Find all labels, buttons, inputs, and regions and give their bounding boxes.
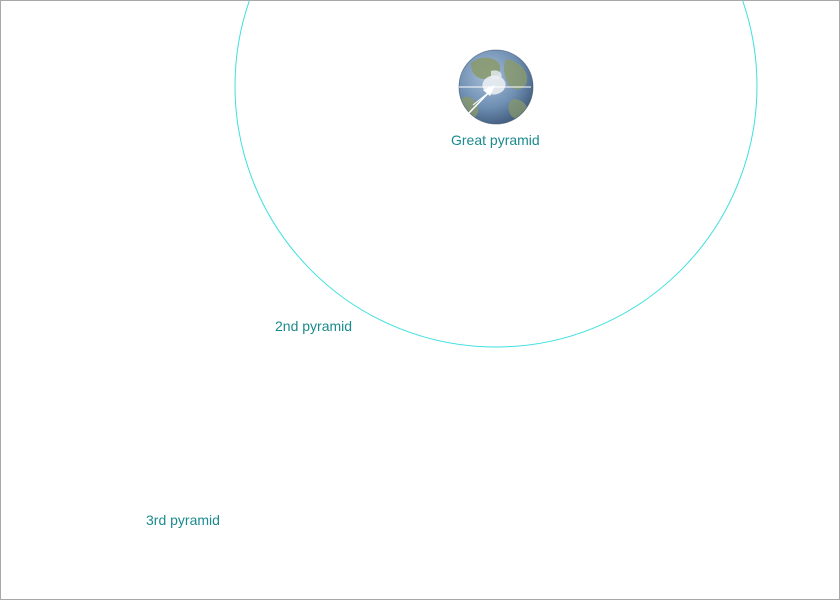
third-pyramid-label[interactable]: 3rd pyramid <box>146 512 220 528</box>
great-pyramid-label[interactable]: Great pyramid <box>451 132 540 148</box>
direction-arrow-icon <box>459 85 531 114</box>
second-pyramid-label[interactable]: 2nd pyramid <box>275 318 353 334</box>
range-circle <box>234 1 758 348</box>
